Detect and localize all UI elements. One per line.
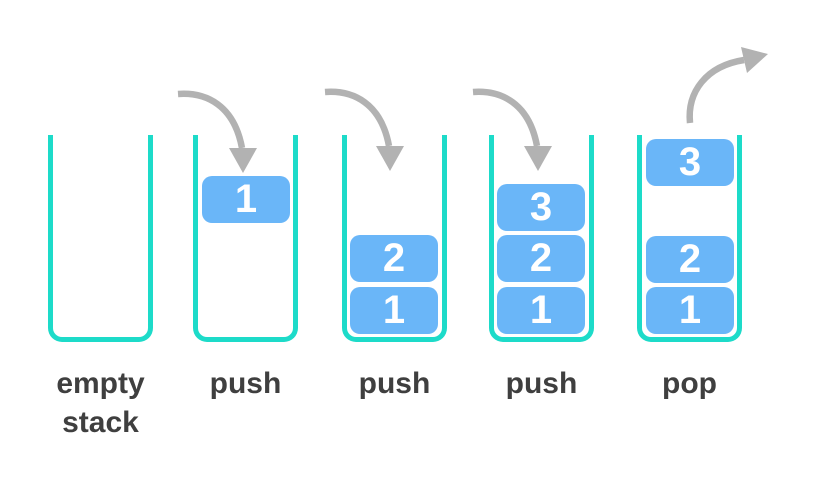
stage-label-line: empty <box>56 367 145 400</box>
stack-container-4 <box>489 135 594 342</box>
stack-block-popped: 3 <box>646 139 734 186</box>
stage-label-push-1: push <box>209 367 282 400</box>
stack-block: 2 <box>350 235 438 282</box>
stack-block: 1 <box>646 287 734 334</box>
stage-label-line: stack <box>62 406 139 439</box>
pop-arrow-icon <box>686 47 768 124</box>
push-arrow-2-icon <box>324 88 404 171</box>
stage-label-push-3: push <box>505 367 578 400</box>
push-arrow-3-icon <box>472 88 552 171</box>
stage-label-pop: pop <box>662 367 717 400</box>
stack-block: 1 <box>497 287 585 334</box>
stack-block: 2 <box>646 236 734 283</box>
stack-block: 2 <box>497 235 585 282</box>
stack-block: 1 <box>350 287 438 334</box>
stack-container-3 <box>342 135 447 342</box>
stage-label-push-2: push <box>358 367 431 400</box>
stack-block: 3 <box>497 184 585 231</box>
stack-container-1 <box>48 135 153 342</box>
stage-label-empty-stack: empty stack <box>48 364 153 442</box>
push-arrow-1-icon <box>177 90 257 173</box>
stack-block: 1 <box>202 176 290 223</box>
stack-container-5 <box>637 135 742 342</box>
stack-container-2 <box>193 135 298 342</box>
